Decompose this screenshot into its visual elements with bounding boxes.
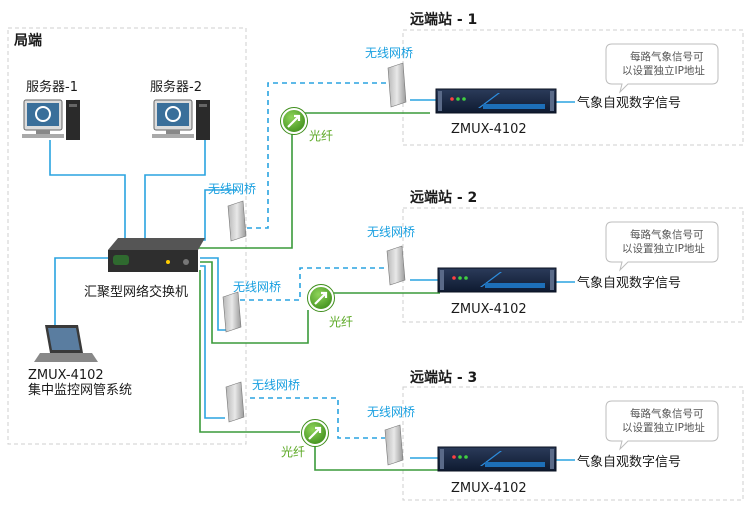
server2-label: 服务器-2 (150, 79, 202, 95)
site2-title: 远端站 - 2 (410, 189, 477, 206)
fiber-converter-icon (280, 107, 308, 135)
fiber-label: 光纤 (281, 445, 305, 459)
fiber-converter-icon (307, 284, 335, 312)
site3-note-line1: 每路气象信号可 (630, 407, 704, 420)
server1-label: 服务器-1 (26, 79, 78, 95)
site1-note-line1: 每路气象信号可 (630, 50, 704, 63)
fiber-label: 光纤 (329, 315, 353, 329)
link-site2-fiber-a (200, 261, 309, 344)
site2-bridge-label: 无线网桥 (367, 225, 415, 239)
server2-icon (152, 99, 210, 140)
nms-line1: ZMUX-4102 (28, 368, 104, 383)
wireless-bridge-label: 无线网桥 (208, 182, 256, 196)
site3-device-label: ZMUX-4102 (451, 481, 527, 496)
site2-wireless-bridge-icon (386, 245, 406, 286)
fiber-label: 光纤 (309, 129, 333, 143)
laptop-icon (34, 325, 98, 362)
site1-wireless-bridge-icon (387, 62, 407, 108)
link-site3-fiber-b (314, 446, 440, 471)
wireless-bridge-icon (225, 381, 245, 423)
site1-note-callout (605, 43, 719, 94)
site2-note-line2: 以设置独立IP地址 (622, 242, 705, 255)
site3-note-callout (605, 400, 719, 451)
site1-device-icon (435, 88, 557, 114)
switch-icon (108, 238, 205, 272)
link-switch-nms (54, 257, 108, 333)
site2-device-icon (437, 267, 557, 293)
link-server1-switch (49, 140, 126, 238)
site3-note-line2: 以设置独立IP地址 (622, 421, 705, 434)
site2-device-label: ZMUX-4102 (451, 302, 527, 317)
nms-line2: 集中监控网管系统 (28, 382, 132, 398)
wireless-bridge-label: 无线网桥 (252, 378, 300, 392)
site3-wireless-bridge-icon (384, 424, 404, 466)
site3-title: 远端站 - 3 (410, 369, 477, 386)
link-site3-eth-bridge (200, 265, 225, 419)
site1-bridge-label: 无线网桥 (365, 46, 413, 60)
wireless-bridge-icon (227, 200, 247, 242)
link-site2-eth-bridge (200, 257, 228, 331)
site1-note-line2: 以设置独立IP地址 (622, 64, 705, 77)
site1-device-label: ZMUX-4102 (451, 122, 527, 137)
wireless-bridge-label: 无线网桥 (233, 280, 281, 294)
site3-signal-label: 气象自观数字信号 (577, 454, 681, 470)
switch-label: 汇聚型网络交换机 (84, 284, 188, 300)
link-site1-wireless (247, 82, 388, 229)
site2-note-callout (605, 221, 719, 272)
link-site1-fiber-a (190, 133, 293, 249)
site3-bridge-label: 无线网桥 (367, 405, 415, 419)
site1-title: 远端站 - 1 (410, 11, 477, 28)
local-title: 局端 (14, 32, 42, 49)
site3-device-icon (437, 446, 557, 472)
remote-site-1-box (402, 29, 744, 146)
site1-signal-label: 气象自观数字信号 (577, 95, 681, 111)
link-site3-wireless (250, 397, 385, 439)
site2-note-line1: 每路气象信号可 (630, 228, 704, 241)
link-site2-wireless (240, 267, 388, 301)
server1-icon (22, 99, 80, 140)
remote-site-3-box (402, 386, 744, 501)
wireless-bridge-icon (222, 291, 242, 333)
fiber-converter-icon (301, 419, 329, 447)
link-site3-fiber-a (199, 270, 300, 433)
site2-signal-label: 气象自观数字信号 (577, 275, 681, 291)
link-server2-switch (144, 140, 206, 238)
local-region-box (7, 27, 247, 445)
